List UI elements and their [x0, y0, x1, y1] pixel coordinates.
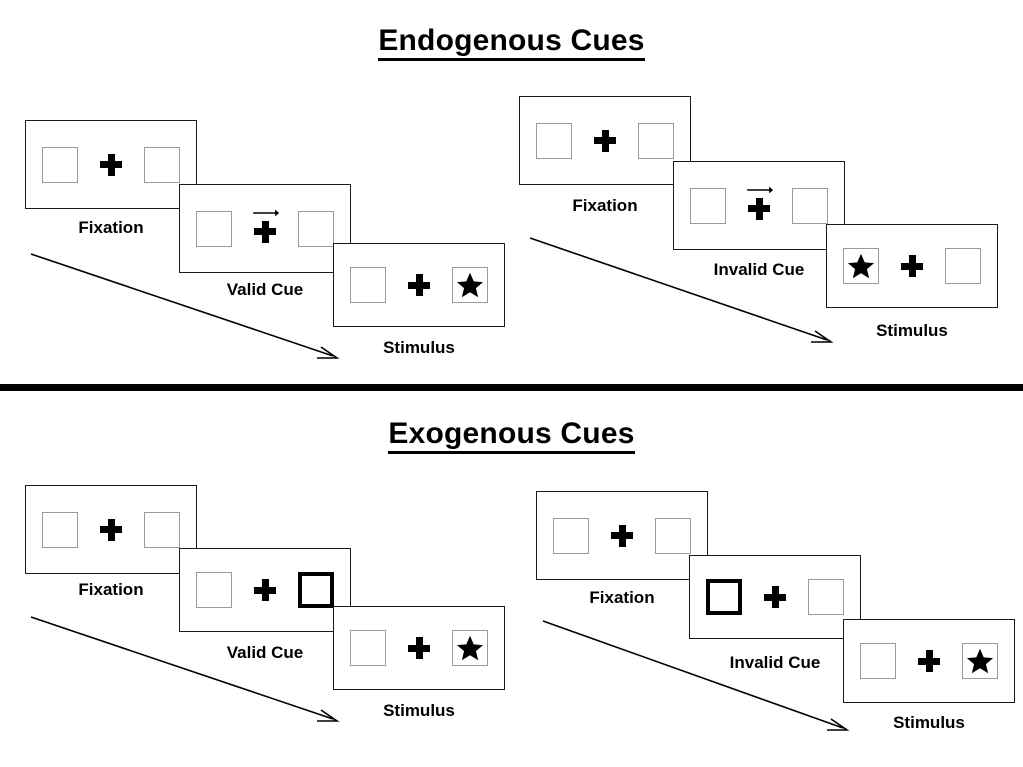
panel-endogenous-valid-cue [179, 184, 351, 273]
caption-exogenous-invalid-fixation: Fixation [589, 588, 655, 607]
section-title-endogenous-text: Endogenous Cues [378, 24, 645, 61]
panel-exogenous-invalid-stimulus [843, 619, 1015, 703]
plus-cross-icon [408, 637, 430, 659]
right-box [298, 210, 334, 247]
arrow-right-icon [747, 186, 774, 193]
star-icon [966, 648, 994, 674]
panel-endogenous-invalid-fixation [519, 96, 691, 185]
star-icon [847, 253, 875, 279]
center-unit [914, 643, 944, 679]
center-unit [404, 630, 434, 666]
plus-cross-icon [594, 129, 616, 152]
right-box [144, 146, 180, 183]
plus-cross-icon [254, 579, 276, 601]
caption-endogenous-invalid-cue: Invalid Cue [713, 260, 805, 279]
panel-exogenous-invalid-fixation [536, 491, 708, 580]
left-box [536, 122, 572, 159]
caption-endogenous-invalid-fixation: Fixation [572, 196, 638, 215]
plus-cross-icon [611, 524, 633, 547]
right-box [144, 511, 180, 548]
caption-endogenous-valid-fixation: Fixation [78, 218, 144, 237]
center-unit [607, 518, 637, 554]
right-box [792, 187, 828, 224]
center-unit [760, 579, 790, 615]
arrow-right-icon [253, 209, 280, 216]
right-box [945, 248, 981, 284]
star-icon [456, 635, 484, 661]
right-box-with-target [452, 267, 488, 303]
right-box-with-target [962, 643, 998, 679]
time-flow-arrow-icon-exogenous-valid [30, 616, 340, 722]
plus-cross-icon [408, 274, 430, 296]
left-box [553, 517, 589, 554]
plus-cross-icon [100, 518, 122, 541]
center-unit [404, 267, 434, 303]
left-box [42, 511, 78, 548]
center-unit [96, 147, 126, 183]
left-box [690, 187, 726, 224]
panel-endogenous-invalid-cue [673, 161, 845, 250]
plus-cross-icon [901, 255, 923, 277]
panel-endogenous-valid-fixation [25, 120, 197, 209]
section-title-endogenous: Endogenous Cues [0, 24, 1023, 61]
panel-exogenous-valid-fixation [25, 485, 197, 574]
time-flow-arrow-icon-endogenous-valid [30, 253, 340, 359]
left-box [350, 267, 386, 303]
star-icon [456, 272, 484, 298]
caption-exogenous-invalid-cue: Invalid Cue [729, 653, 821, 672]
center-unit [250, 572, 280, 608]
center-unit [250, 209, 280, 247]
center-unit [744, 186, 774, 224]
plus-cross-icon [748, 197, 770, 220]
panel-endogenous-valid-stimulus [333, 243, 505, 327]
left-box [42, 146, 78, 183]
plus-cross-icon [764, 586, 786, 608]
plus-cross-icon [918, 650, 940, 672]
center-unit [897, 248, 927, 284]
right-box [655, 517, 691, 554]
right-box-cued [298, 572, 334, 608]
panel-exogenous-valid-cue [179, 548, 351, 632]
left-box-cued [706, 579, 742, 615]
panel-exogenous-valid-stimulus [333, 606, 505, 690]
panel-endogenous-invalid-stimulus [826, 224, 998, 308]
right-box [638, 122, 674, 159]
section-title-exogenous: Exogenous Cues [0, 417, 1023, 454]
time-flow-arrow-icon-exogenous-invalid [542, 620, 850, 731]
time-flow-arrow-icon-endogenous-invalid [529, 237, 834, 343]
left-box [196, 572, 232, 608]
caption-exogenous-valid-stimulus: Stimulus [383, 701, 455, 720]
caption-exogenous-invalid-stimulus: Stimulus [893, 713, 965, 732]
caption-endogenous-invalid-stimulus: Stimulus [876, 321, 948, 340]
section-title-exogenous-text: Exogenous Cues [388, 417, 635, 454]
panel-exogenous-invalid-cue [689, 555, 861, 639]
caption-endogenous-valid-cue: Valid Cue [226, 280, 304, 299]
caption-exogenous-valid-fixation: Fixation [78, 580, 144, 599]
caption-exogenous-valid-cue: Valid Cue [226, 643, 304, 662]
right-box [808, 579, 844, 615]
left-box-with-target [843, 248, 879, 284]
right-box-with-target [452, 630, 488, 666]
section-divider [0, 384, 1023, 391]
caption-endogenous-valid-stimulus: Stimulus [383, 338, 455, 357]
plus-cross-icon [100, 153, 122, 176]
center-unit [96, 512, 126, 548]
left-box [196, 210, 232, 247]
center-unit [590, 123, 620, 159]
left-box [860, 643, 896, 679]
left-box [350, 630, 386, 666]
plus-cross-icon [254, 220, 276, 243]
